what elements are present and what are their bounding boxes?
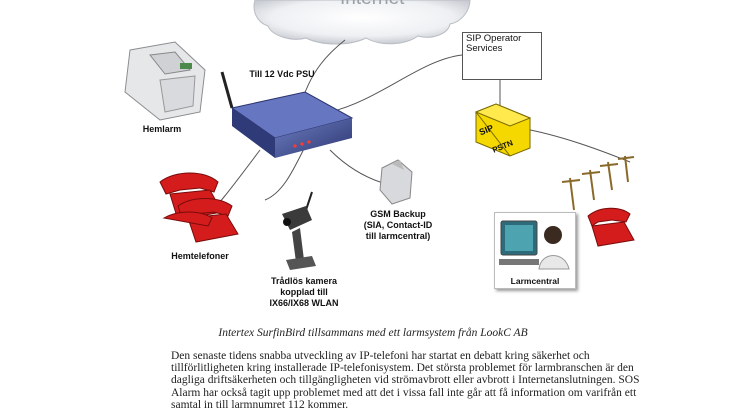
- paragraph-line: Den senaste tidens snabba utveckling av …: [171, 350, 590, 362]
- alarm-panel-icon: [124, 41, 206, 121]
- utility-poles-icon: [561, 155, 635, 211]
- router-icon: [220, 71, 354, 158]
- paragraph-line: samtal in till larmnumret 112 kommer.: [171, 398, 349, 411]
- gsm-label: GSM Backup (SIA, Contact-ID till larmcen…: [363, 209, 433, 241]
- psu-label: Till 12 Vdc PSU: [249, 69, 315, 79]
- network-diagram: [124, 0, 635, 270]
- operator-image: [495, 213, 575, 275]
- hemlarm-label: Hemlarm: [142, 124, 182, 134]
- hemtelefoner-label: Hemtelefoner: [171, 251, 229, 261]
- cloud-label: Internet: [340, 0, 404, 10]
- body-paragraph: Den senaste tidens snabba utveckling av …: [171, 350, 641, 411]
- paragraph-line: Alarm har också tagit upp problemet med …: [171, 386, 637, 399]
- paragraph-line: dagliga driftsäkerheten och tillgängligh…: [171, 374, 640, 387]
- camera-icon: [282, 191, 316, 270]
- larmcentral-label: Larmcentral: [510, 276, 560, 286]
- figure-caption: Intertex SurfinBird tillsammans med ett …: [218, 327, 528, 339]
- camera-label: Trådlös kamera kopplad till IX66/IX68 WL…: [269, 276, 339, 308]
- larm-phone-icon: [587, 207, 635, 247]
- larmcentral-picture: Larmcentral: [494, 212, 576, 289]
- paragraph-line: tillförlitligheten kring installerade IP…: [171, 362, 634, 375]
- gsm-device-icon: [379, 159, 413, 205]
- sip-operator-box: SIP Operator Services: [462, 32, 542, 80]
- sip-gateway-icon: [474, 103, 532, 157]
- phones-icon: [159, 172, 239, 243]
- sip-operator-label: SIP Operator Services: [466, 33, 522, 54]
- internet-cloud: [253, 0, 471, 45]
